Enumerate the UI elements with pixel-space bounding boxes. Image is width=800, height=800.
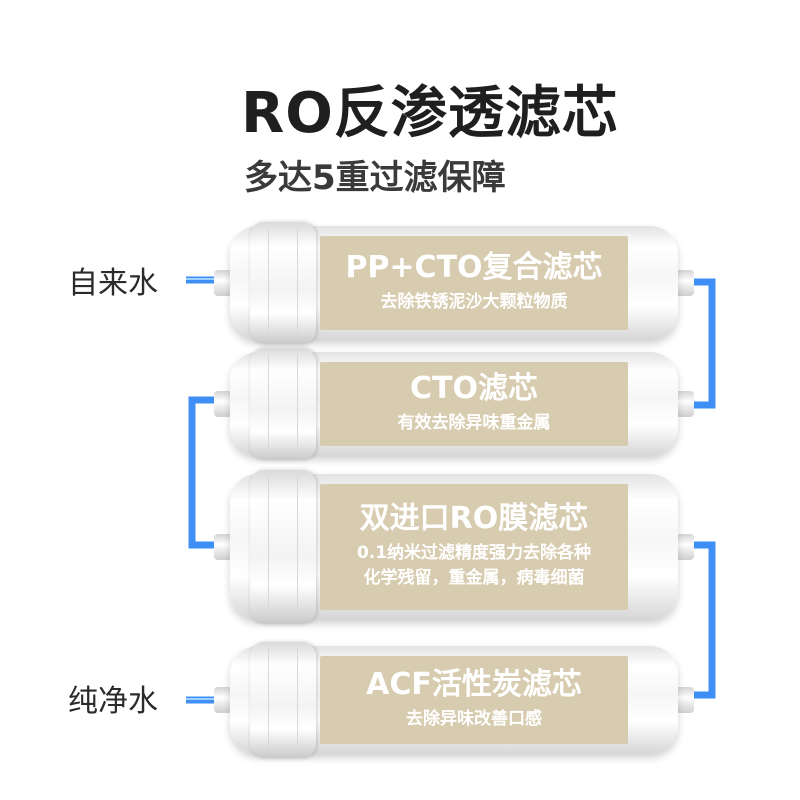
inlet-label: 自来水	[68, 266, 158, 301]
filter-description: 0.1纳米过滤精度强力去除各种	[356, 542, 592, 563]
filter-cartridge-1: PP+CTO复合滤芯 去除铁锈泥沙大颗粒物质	[214, 222, 694, 344]
filter-description: 去除异味改善口感	[406, 708, 542, 729]
pipe-3-to-4	[692, 541, 716, 699]
filter-cartridge-2: CTO滤芯 有效去除异味重金属	[214, 348, 694, 460]
cartridge-cap	[250, 470, 316, 624]
filter-label-plate: CTO滤芯 有效去除异味重金属	[320, 362, 628, 446]
filter-label-plate: ACF活性炭滤芯 去除异味改善口感	[320, 656, 628, 744]
cartridge-cap	[250, 642, 316, 758]
cartridge-cap	[250, 348, 316, 460]
pipe-2-to-3	[188, 396, 222, 549]
outlet-label: 纯净水	[68, 684, 158, 719]
filter-name: ACF活性炭滤芯	[366, 667, 582, 702]
filter-description: 化学残留，重金属，病毒细菌	[363, 568, 585, 589]
filter-cartridge-4: ACF活性炭滤芯 去除异味改善口感	[214, 642, 694, 758]
filter-description: 去除铁锈泥沙大颗粒物质	[380, 291, 568, 312]
filter-name: CTO滤芯	[410, 371, 538, 406]
page-title: RO反渗透滤芯	[241, 81, 619, 146]
filter-name: 双进口RO膜滤芯	[359, 501, 589, 537]
filter-name: PP+CTO复合滤芯	[345, 250, 603, 285]
cartridge-cap	[250, 222, 316, 344]
filter-description: 有效去除异味重金属	[397, 412, 551, 433]
pipe-1-to-2	[692, 278, 716, 409]
page-subtitle: 多达5重过滤保障	[244, 158, 506, 198]
filter-label-plate: 双进口RO膜滤芯 0.1纳米过滤精度强力去除各种 化学残留，重金属，病毒细菌	[320, 484, 628, 610]
filter-label-plate: PP+CTO复合滤芯 去除铁锈泥沙大颗粒物质	[320, 236, 628, 330]
filter-cartridge-3: 双进口RO膜滤芯 0.1纳米过滤精度强力去除各种 化学残留，重金属，病毒细菌	[214, 470, 694, 624]
